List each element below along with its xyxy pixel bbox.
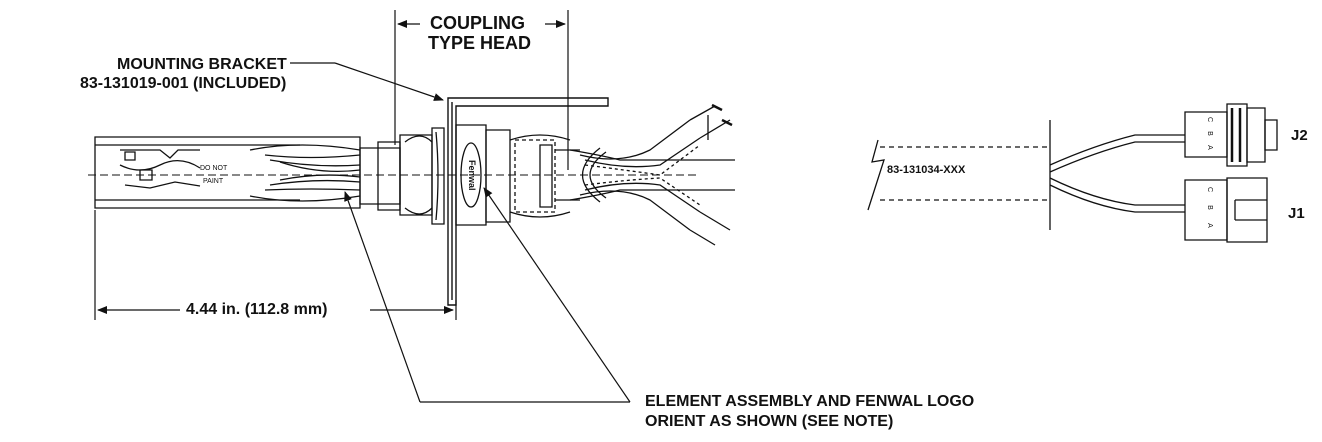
bracket-leader	[290, 63, 444, 101]
element-leader	[344, 187, 630, 402]
mounting-bracket	[448, 98, 608, 305]
connector-j2	[1185, 104, 1277, 166]
bracket-label-line2: 83-131019-001 (INCLUDED)	[80, 75, 287, 92]
j2-pin-c: C	[1206, 116, 1214, 123]
j1-label: J1	[1288, 205, 1305, 222]
coupling-label-line2: TYPE HEAD	[428, 33, 532, 53]
j2-pin-b: B	[1205, 131, 1213, 136]
j1-pin-c: C	[1206, 186, 1214, 193]
bracket-label-line1: MOUNTING BRACKET	[117, 56, 287, 73]
j2-pin-a: A	[1205, 145, 1213, 150]
sensor-wires	[570, 105, 735, 245]
j2-label: J2	[1291, 127, 1308, 144]
cable-assembly	[868, 120, 1185, 230]
element-label-line2: ORIENT AS SHOWN (SEE NOTE)	[645, 413, 894, 430]
paint-label: PAINT	[203, 178, 224, 185]
dimension-label: 4.44 in. (112.8 mm)	[186, 301, 328, 318]
connector-j1	[1185, 178, 1267, 242]
length-dimension	[95, 210, 456, 320]
coupling-head	[360, 128, 444, 224]
j1-pin-a: A	[1205, 223, 1213, 228]
fenwal-logo: Fenwal	[467, 160, 477, 191]
j1-pin-b: B	[1205, 205, 1213, 210]
sensor-housing	[95, 137, 360, 208]
element-label-line1: ELEMENT ASSEMBLY AND FENWAL LOGO	[645, 393, 975, 410]
do-not-paint-label: DO NOT	[200, 165, 228, 172]
cable-part-number: 83-131034-XXX	[887, 164, 966, 176]
coupling-label-line1: COUPLING	[430, 13, 526, 33]
coupling-dimension	[395, 10, 568, 170]
